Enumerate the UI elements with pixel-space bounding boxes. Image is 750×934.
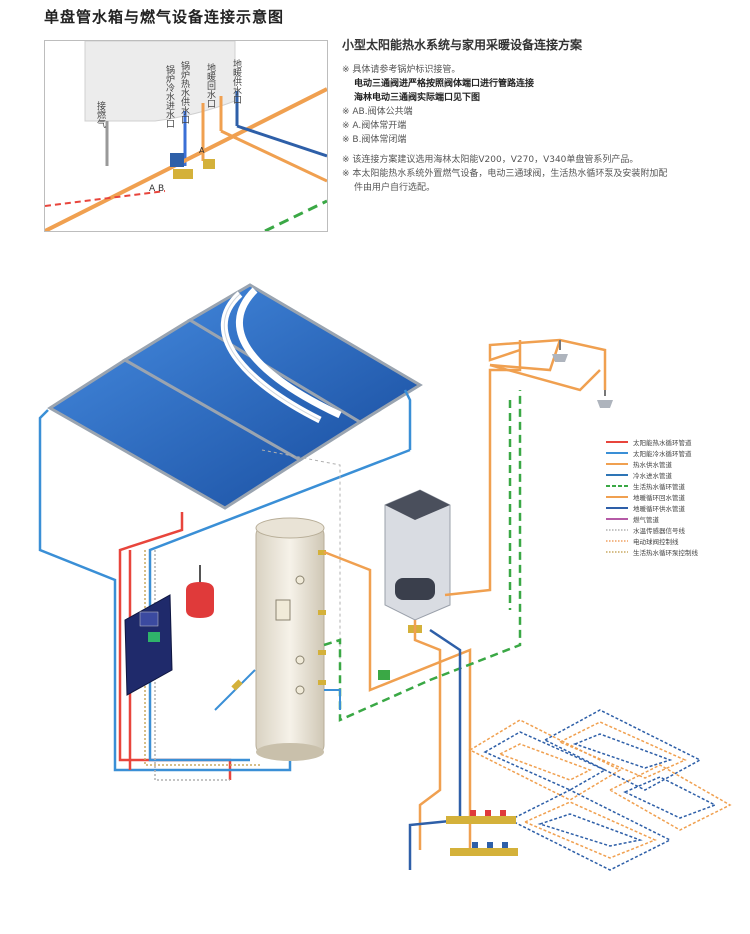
label-boiler-hot-outlet: 锅炉热水供水口 — [179, 61, 189, 124]
legend-label: 地暖循环回水管道 — [633, 494, 685, 502]
label-floor-return: 地暖回水口 — [205, 63, 215, 108]
legend-item: 冷水进水管道 — [606, 470, 746, 480]
legend-swatch — [606, 474, 628, 476]
note-line: ※ B.阀体常闭端 — [342, 135, 407, 145]
legend-item: 电动球阀控制线 — [606, 536, 746, 546]
legend-label: 冷水进水管道 — [633, 472, 672, 480]
legend-label: 燃气管道 — [633, 516, 659, 524]
legend-swatch — [606, 551, 628, 553]
legend-swatch — [606, 496, 628, 498]
note-line: ※ 本太阳能热水系统外置燃气设备，电动三通球阀，生活热水循环泵及安装附加配 — [342, 169, 668, 179]
legend-swatch — [606, 485, 628, 487]
legend-item: 水温传感器信号线 — [606, 525, 746, 535]
legend-label: 电动球阀控制线 — [633, 538, 679, 546]
manifold-icon — [450, 842, 518, 856]
legend-item: 热水供水管道 — [606, 459, 746, 469]
legend-item: 地暖循环供水管道 — [606, 503, 746, 513]
storage-tank-icon — [255, 517, 326, 761]
manifold-icon — [446, 810, 516, 824]
legend-item: 生活热水循环管道 — [606, 481, 746, 491]
legend-swatch — [606, 529, 628, 531]
notes-heading: 小型太阳能热水系统与家用采暖设备连接方案 — [342, 38, 583, 52]
note-line: 电动三通阀进严格按照阀体端口进行管路连接 — [354, 79, 535, 89]
valve-port-ab: A B — [149, 184, 164, 194]
detail-diagram: A B A — [45, 41, 327, 231]
legend-label: 生活热水循环管道 — [633, 483, 685, 491]
note-line: 件由用户自行选配。 — [354, 183, 436, 193]
legend-item: 生活热水循环泵控制线 — [606, 547, 746, 557]
note-line: ※ AB.阀体公共端 — [342, 107, 413, 117]
legend-item: 太阳能冷水循环管道 — [606, 448, 746, 458]
legend-label: 水温传感器信号线 — [633, 527, 685, 535]
legend-item: 燃气管道 — [606, 514, 746, 524]
legend-item: 太阳能热水循环管道 — [606, 437, 746, 447]
three-way-valve-icon — [173, 169, 193, 179]
floor-heating-coil-icon — [468, 709, 732, 871]
legend-swatch — [606, 452, 628, 454]
detail-inset-panel: A B A 接燃气 锅炉冷水进水口 锅炉热水供水口 地暖回水口 地暖供水口 — [44, 40, 328, 232]
note-line: ※ A.阀体常开端 — [342, 121, 407, 131]
boiler-bottom-icon — [84, 41, 236, 122]
legend-label: 太阳能冷水循环管道 — [633, 450, 692, 458]
note-line: ※ 具体请参考锅炉标识接管。 — [342, 65, 461, 75]
showerhead-icon — [597, 390, 613, 408]
legend-swatch — [606, 540, 628, 542]
gas-boiler-icon — [384, 489, 451, 621]
legend-swatch — [606, 463, 628, 465]
legend-label: 地暖循环供水管道 — [633, 505, 685, 513]
dhw-loop-pipe — [323, 390, 522, 722]
note-line: 海林电动三通阀实际端口见下图 — [354, 93, 481, 103]
legend-label: 热水供水管道 — [633, 461, 672, 469]
legend-label: 太阳能热水循环管道 — [633, 439, 692, 447]
notes-block: 小型太阳能热水系统与家用采暖设备连接方案 ※ 具体请参考锅炉标识接管。 电动三通… — [342, 36, 742, 195]
legend-item: 地暖循环回水管道 — [606, 492, 746, 502]
three-way-valve-motor-icon — [170, 153, 184, 167]
showerhead-icon — [552, 340, 568, 362]
legend-swatch — [606, 518, 628, 520]
expansion-tank-icon — [186, 565, 214, 618]
legend-swatch — [606, 507, 628, 509]
fitting-icon — [203, 159, 215, 169]
floor-supply-pipe — [408, 628, 462, 870]
legend-label: 生活热水循环泵控制线 — [633, 549, 698, 557]
page-title: 单盘管水箱与燃气设备连接示意图 — [44, 8, 285, 26]
legend: 太阳能热水循环管道太阳能冷水循环管道热水供水管道冷水进水管道生活热水循环管道地暖… — [606, 437, 746, 558]
solar-hot-pipe — [118, 512, 232, 780]
solar-collector-icon — [47, 283, 423, 510]
note-line: ※ 该连接方案建议选用海林太阳能V200，V270，V340单盘管系列产品。 — [342, 155, 639, 165]
system-diagram — [38, 283, 732, 871]
label-boiler-cold-inlet: 锅炉冷水进水口 — [164, 65, 174, 128]
solar-cold-pipe — [38, 409, 292, 772]
label-gas-inlet: 接燃气 — [95, 101, 105, 128]
controller-icon — [124, 594, 173, 696]
label-floor-supply: 地暖供水口 — [231, 59, 241, 104]
legend-swatch — [606, 441, 628, 443]
circulation-pump-icon — [378, 670, 390, 680]
valve-port-a: A — [199, 146, 205, 155]
